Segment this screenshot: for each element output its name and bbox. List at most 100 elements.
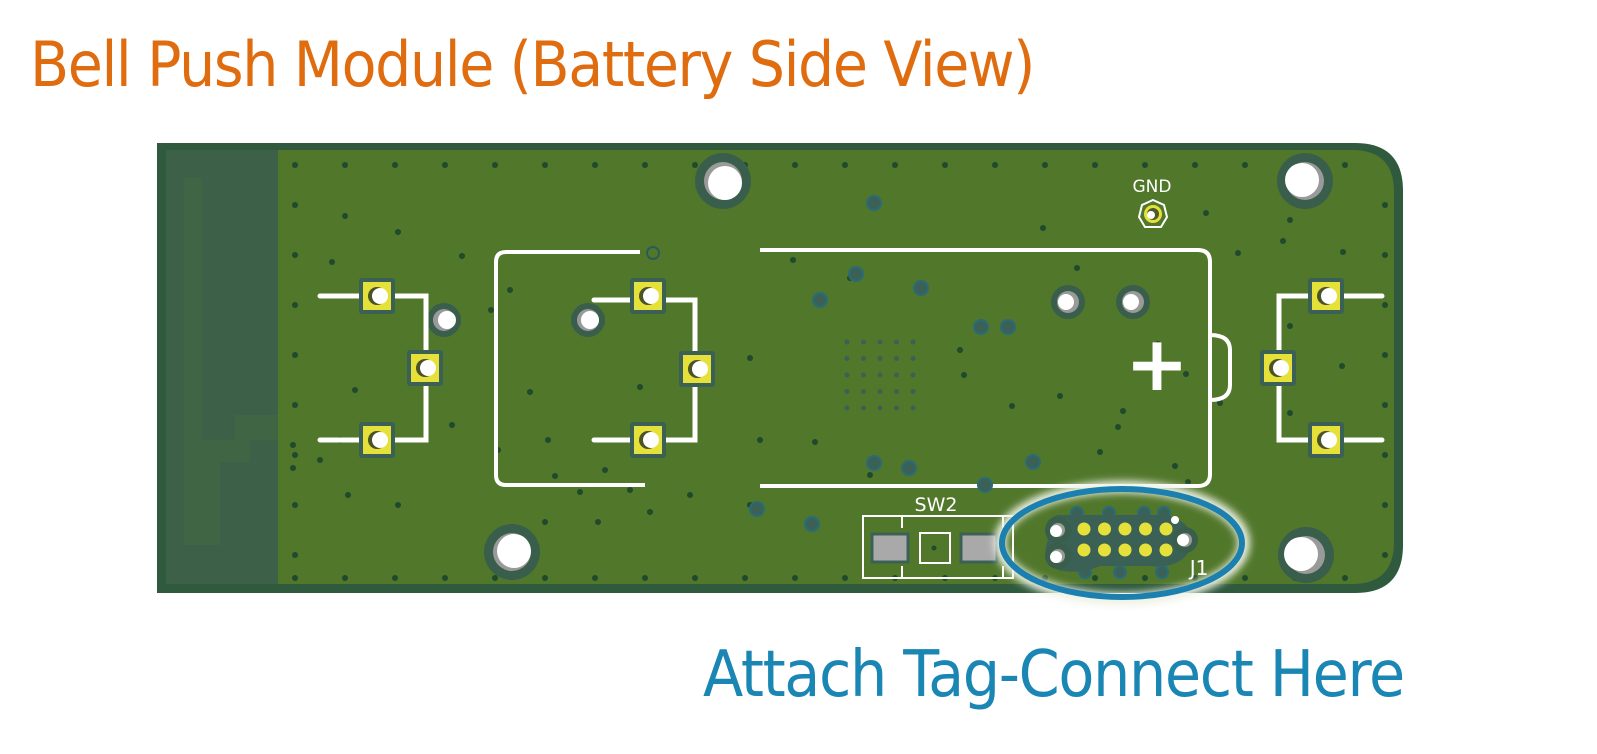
via <box>292 452 298 458</box>
contact-footprint-middle <box>494 246 715 487</box>
small-hole <box>1051 285 1085 319</box>
highlight-ellipse <box>999 486 1245 600</box>
contact-pad <box>1260 350 1296 386</box>
via <box>292 552 298 558</box>
ring-via <box>901 460 917 476</box>
thermal-via <box>910 389 916 394</box>
battery-holder <box>760 248 1232 488</box>
via <box>1287 410 1293 416</box>
via <box>392 575 398 581</box>
via <box>488 307 494 313</box>
via <box>1382 252 1388 258</box>
via <box>1185 479 1191 485</box>
thermal-via <box>861 372 866 378</box>
mounting-holes <box>427 153 1334 583</box>
via <box>292 575 298 581</box>
contact-footprint-left <box>317 278 443 458</box>
via <box>1192 162 1198 168</box>
ring-via <box>848 266 864 282</box>
contact-pad <box>1308 422 1344 458</box>
small-hole <box>571 303 605 337</box>
via <box>742 575 748 581</box>
gnd-test-point <box>1137 198 1169 228</box>
via <box>1382 502 1388 508</box>
via <box>692 575 698 581</box>
via <box>1155 341 1161 347</box>
via <box>637 384 643 390</box>
j1-pad <box>1139 522 1152 536</box>
sw2-label: SW2 <box>915 494 958 516</box>
j1-pad <box>1139 543 1152 557</box>
thermal-via <box>861 339 866 345</box>
thermal-via-grid <box>844 339 916 411</box>
thermal-via <box>877 339 883 345</box>
via <box>1192 575 1198 581</box>
via <box>442 575 448 581</box>
via <box>757 437 763 443</box>
via <box>961 372 967 378</box>
antenna-area <box>166 150 278 584</box>
ring-via <box>1155 565 1169 579</box>
thermal-via <box>844 356 850 361</box>
sw2-footprint <box>862 515 1014 579</box>
via <box>792 575 798 581</box>
via <box>345 492 351 498</box>
via <box>1217 400 1223 406</box>
j1-footprint <box>1045 515 1198 572</box>
via <box>747 355 753 361</box>
ring-via <box>1000 319 1016 335</box>
ring-via <box>1113 565 1127 579</box>
via <box>492 162 498 168</box>
board-surface <box>166 150 1394 584</box>
via <box>1339 363 1345 369</box>
via <box>642 575 648 581</box>
via <box>292 302 298 308</box>
via <box>292 402 298 408</box>
j1-label: J1 <box>1188 556 1209 580</box>
via <box>790 257 796 263</box>
via <box>1040 225 1046 231</box>
via <box>1115 424 1121 430</box>
via <box>1203 210 1209 216</box>
via <box>1242 162 1248 168</box>
thermal-via <box>910 356 916 361</box>
via <box>1342 162 1348 168</box>
via <box>1342 575 1348 581</box>
ring-via <box>866 455 882 471</box>
page-title: Bell Push Module (Battery Side View) <box>30 28 1035 101</box>
via <box>1382 352 1388 358</box>
antenna-trace <box>184 178 278 545</box>
via <box>290 465 296 471</box>
via <box>1172 463 1178 469</box>
thermal-via <box>877 372 883 378</box>
mounting-hole <box>695 153 751 209</box>
thermal-via <box>894 405 899 411</box>
contact-pad <box>359 278 395 314</box>
via <box>1009 403 1015 409</box>
via <box>459 253 465 259</box>
via <box>602 467 608 473</box>
via <box>542 162 548 168</box>
ring-via <box>749 501 765 517</box>
ring-via <box>913 280 929 296</box>
via <box>449 422 455 428</box>
thermal-via <box>877 405 883 411</box>
via <box>395 502 401 508</box>
gnd-label: GND <box>1133 177 1172 197</box>
via <box>507 287 513 293</box>
via <box>1183 371 1189 377</box>
via <box>1287 323 1293 329</box>
j1-pad <box>1118 522 1132 536</box>
via <box>892 162 898 168</box>
ring-via <box>977 477 993 493</box>
via <box>292 502 298 508</box>
thermal-via <box>861 405 866 411</box>
contact-pad <box>630 278 666 314</box>
ring-via <box>1025 454 1041 470</box>
small-hole <box>1116 285 1150 319</box>
j1-pad <box>1118 543 1132 557</box>
contact-pad <box>407 350 443 386</box>
contact-pad <box>630 422 666 458</box>
via <box>1142 575 1148 581</box>
